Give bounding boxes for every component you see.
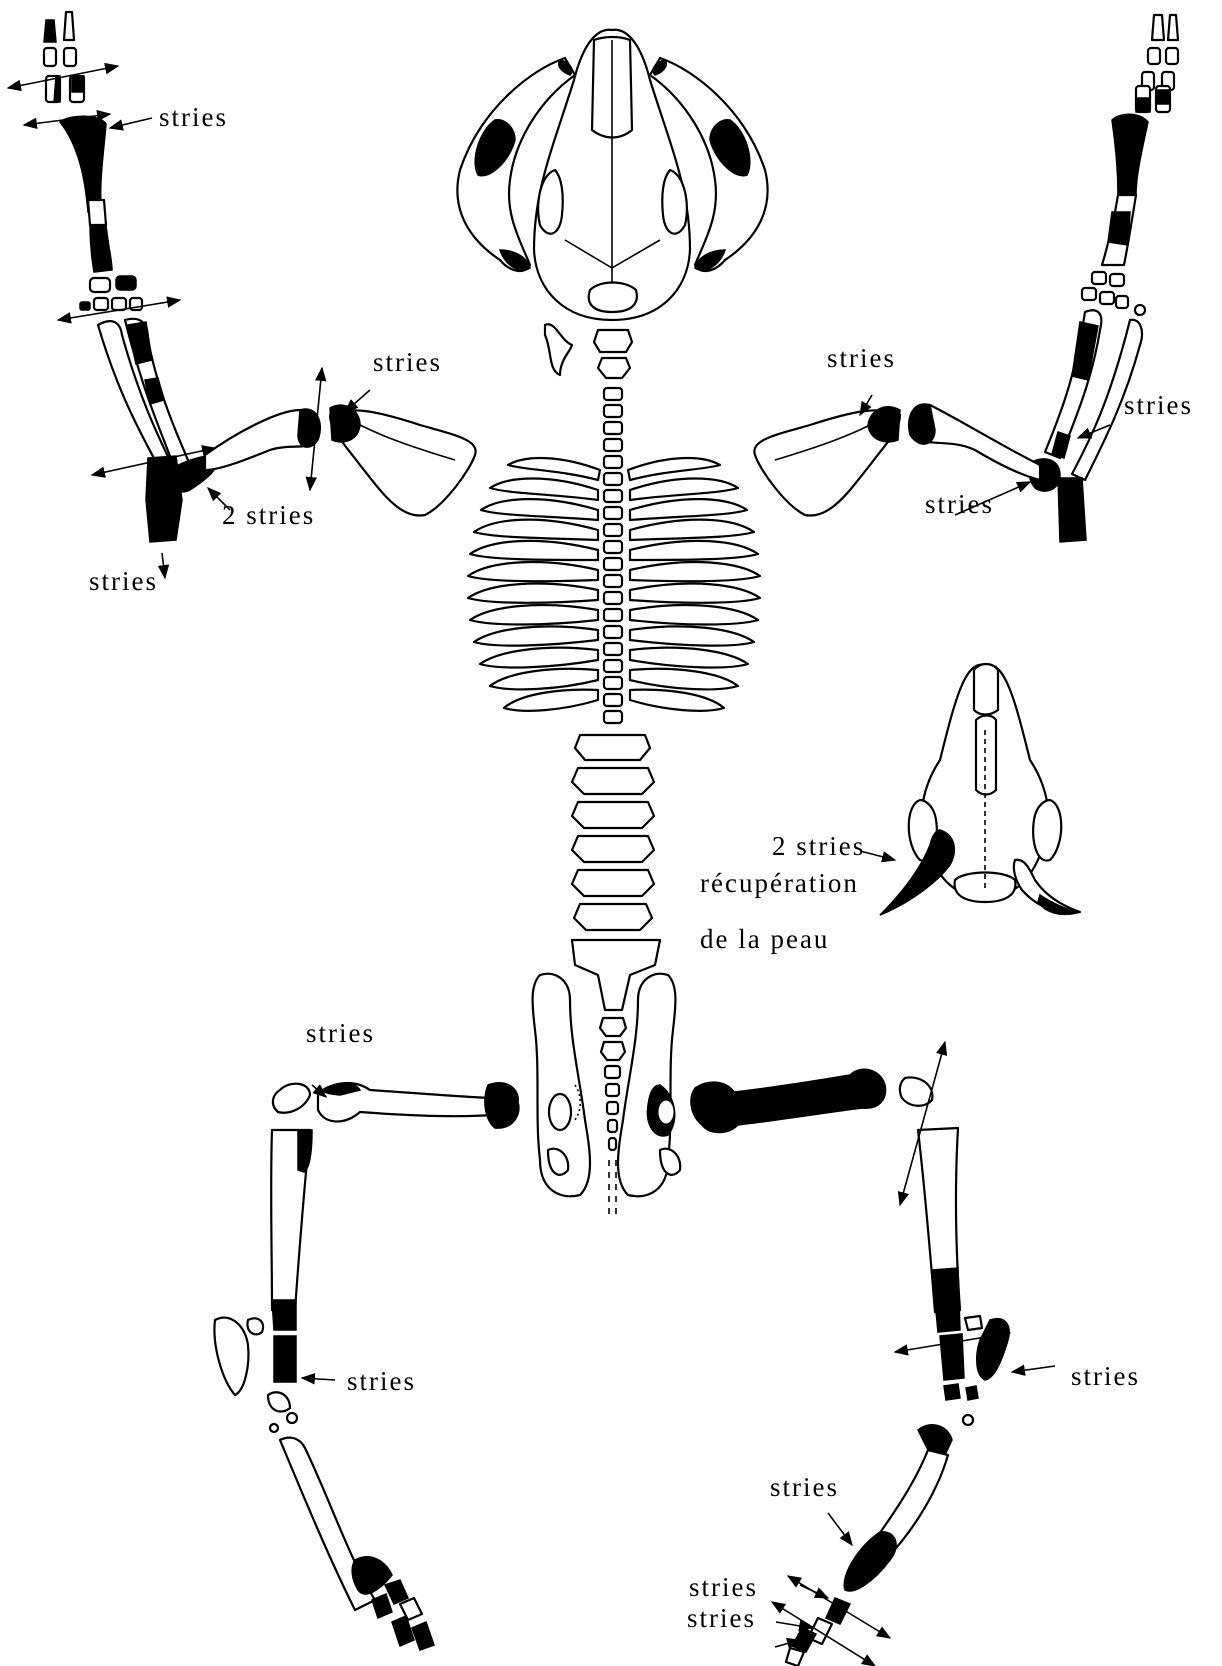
label-two-stries-skull: 2 stries [772,833,865,860]
label-stries-left-digits: stries [159,104,228,131]
pelvis-left [533,974,590,1197]
label-two-stries-left-elbow: 2 stries [222,502,315,529]
label-stries-right-shoulder: stries [827,345,896,372]
hyoid [545,324,572,375]
label-stries-right-digit-1: stries [689,1574,758,1601]
label-stries-left-shoulder: stries [373,349,442,376]
label-stries-left-tibia: stries [347,1368,416,1395]
label-stries-left-humerus: stries [89,568,158,595]
label-stries-right-digit-2: stries [687,1605,756,1632]
label-recuperation: récupération [700,870,859,897]
ribs-right [628,458,760,711]
ribs-left [468,458,600,711]
left-forelimb [8,12,476,578]
skull-ventral [860,664,1080,915]
label-stries-right-radius: stries [1124,392,1193,419]
label-stries-right-metatarsal: stries [770,1474,839,1501]
right-forelimb [754,15,1178,542]
label-stries-left-femur: stries [306,1020,375,1047]
label-de-la-peau: de la peau [700,926,829,953]
pelvis-right [618,974,680,1197]
label-stries-right-elbow: stries [925,491,994,518]
label-stries-right-tibia: stries [1071,1363,1140,1390]
